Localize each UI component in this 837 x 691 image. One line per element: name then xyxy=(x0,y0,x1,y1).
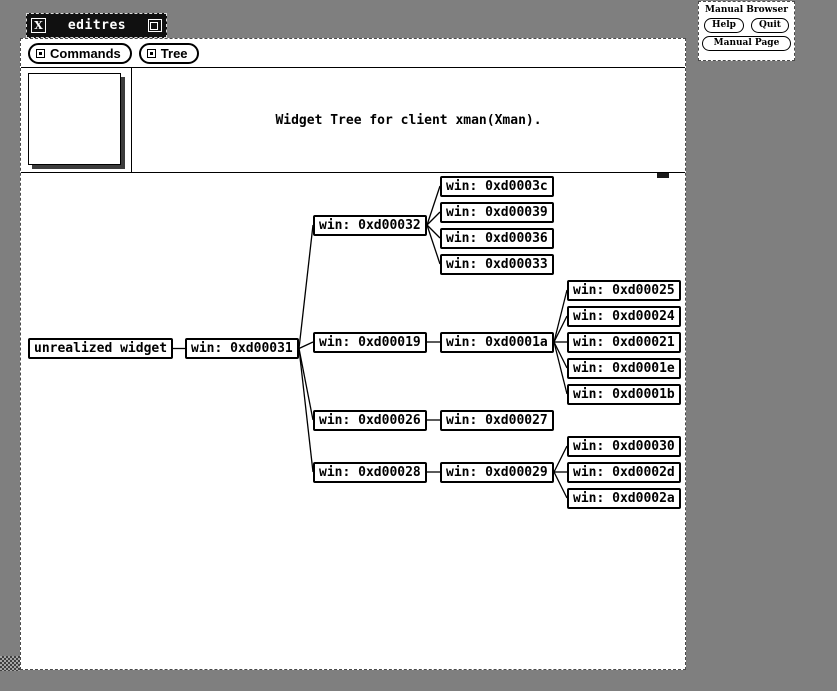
tree-node[interactable]: win: 0xd00039 xyxy=(440,201,554,223)
tree-node[interactable]: win: 0xd0002a xyxy=(567,487,681,509)
tree-node[interactable]: win: 0xd0002d xyxy=(567,461,681,483)
status-message: Widget Tree for client xman(Xman). xyxy=(275,112,542,128)
root-window-stipple xyxy=(0,656,20,671)
tree-node[interactable]: win: 0xd00028 xyxy=(313,461,427,483)
tree-node[interactable]: win: 0xd00019 xyxy=(313,331,427,353)
tree-node[interactable]: win: 0xd00025 xyxy=(567,279,681,301)
tree-node[interactable]: unrealized widget xyxy=(28,338,174,359)
panner[interactable] xyxy=(21,68,132,172)
message-area: Widget Tree for client xman(Xman). xyxy=(132,68,685,172)
commands-menu-label: Commands xyxy=(50,45,121,61)
menu-mark-icon xyxy=(146,48,156,58)
tree-node[interactable]: win: 0xd00033 xyxy=(440,253,554,275)
tree-node[interactable]: win: 0xd0001e xyxy=(567,357,681,379)
commands-menu-button[interactable]: Commands xyxy=(28,42,132,64)
tree-node[interactable]: win: 0xd0001b xyxy=(567,383,681,405)
tree-node[interactable]: win: 0xd00031 xyxy=(185,338,299,359)
tree-edges xyxy=(173,185,568,499)
tree-node[interactable]: win: 0xd0003c xyxy=(440,175,554,197)
tree-node[interactable]: win: 0xd00030 xyxy=(567,435,681,457)
quit-button[interactable]: Quit xyxy=(750,18,789,33)
tree-menu-button[interactable]: Tree xyxy=(138,42,199,64)
manual-page-button[interactable]: Manual Page xyxy=(701,35,792,51)
tree-node[interactable]: win: 0xd00027 xyxy=(440,409,554,431)
menubar: Commands Tree xyxy=(21,39,685,68)
help-button[interactable]: Help xyxy=(704,18,744,33)
editres-window: X editres Commands Tree Widget Tree for … xyxy=(20,13,686,670)
tree-node[interactable]: win: 0xd0001a xyxy=(440,331,554,353)
tree-node[interactable]: win: 0xd00036 xyxy=(440,227,554,249)
panner-slider[interactable] xyxy=(28,73,121,165)
x-logo-icon: X xyxy=(31,18,46,33)
menu-mark-icon xyxy=(36,48,45,58)
tree-node[interactable]: win: 0xd00021 xyxy=(567,331,681,353)
header-pane: Widget Tree for client xman(Xman). xyxy=(21,68,685,172)
window-title: editres xyxy=(67,18,127,33)
manual-browser-window: Manual Browser Help Quit Manual Page xyxy=(698,1,795,61)
manual-browser-button-row: Help Quit xyxy=(704,18,789,33)
manual-browser-title: Manual Browser xyxy=(705,5,788,15)
tree-node[interactable]: win: 0xd00032 xyxy=(313,214,427,236)
iconify-icon[interactable] xyxy=(147,19,162,32)
editres-titlebar[interactable]: X editres xyxy=(26,13,167,38)
tree-node[interactable]: win: 0xd00026 xyxy=(313,409,427,431)
pane-resize-grip[interactable] xyxy=(657,173,669,178)
tree-node[interactable]: win: 0xd00029 xyxy=(440,461,554,483)
tree-node[interactable]: win: 0xd00024 xyxy=(567,305,681,327)
tree-pane: unrealized widget win: 0xd00031 win: 0xd00… xyxy=(21,172,685,669)
tree-menu-label: Tree xyxy=(160,45,188,61)
